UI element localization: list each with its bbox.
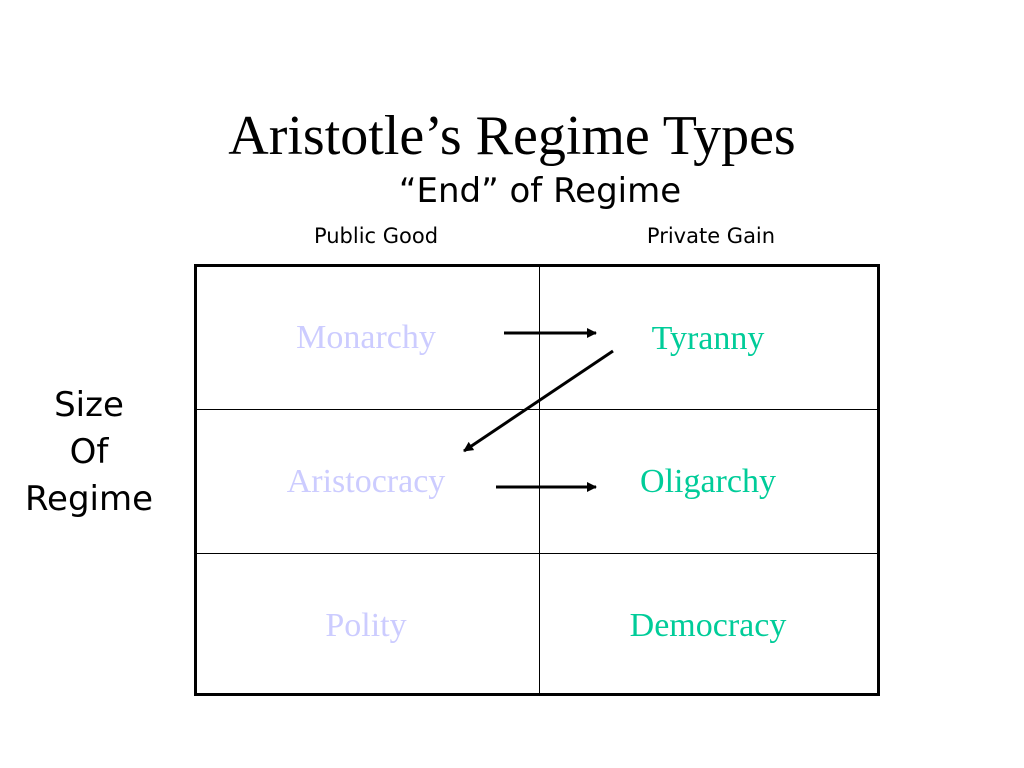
cell-aristocracy: Aristocracy xyxy=(286,463,446,500)
cell-monarchy: Monarchy xyxy=(296,319,436,356)
cell-oligarchy: Oligarchy xyxy=(640,463,776,500)
row-axis-title: Size Of Regime xyxy=(14,382,164,523)
row-axis-line: Of xyxy=(69,432,109,472)
column-label-public-good: Public Good xyxy=(313,224,439,248)
column-label-private-gain: Private Gain xyxy=(646,224,776,248)
grid-divider-vertical xyxy=(539,267,540,693)
cell-polity: Polity xyxy=(325,607,407,644)
grid-divider-horizontal xyxy=(197,409,877,410)
cell-tyranny: Tyranny xyxy=(651,320,765,357)
row-axis-line: Size xyxy=(54,385,124,425)
cell-democracy: Democracy xyxy=(629,607,787,644)
slide-title: Aristotle’s Regime Types xyxy=(228,105,796,167)
column-axis-title: “End” of Regime xyxy=(398,171,682,211)
grid-divider-horizontal xyxy=(197,553,877,554)
row-axis-line: Regime xyxy=(24,479,154,519)
